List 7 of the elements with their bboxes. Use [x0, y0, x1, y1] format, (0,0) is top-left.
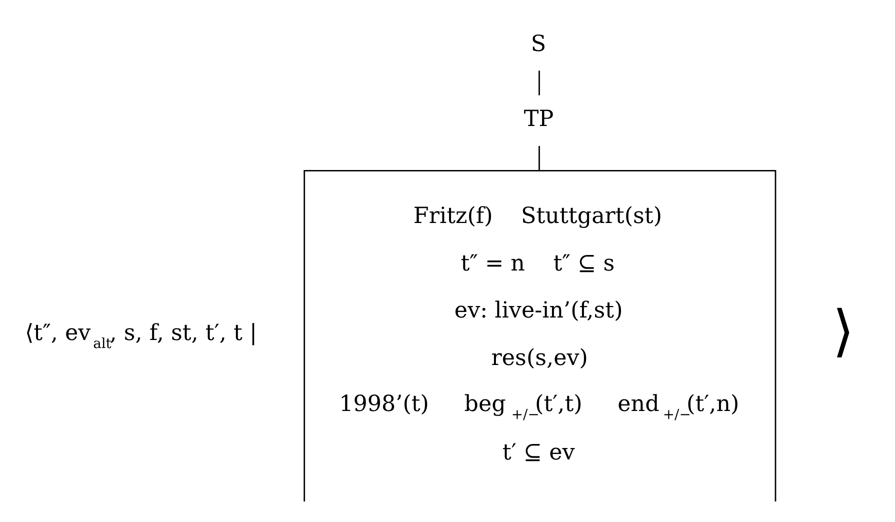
label: ⟨t″, ev$_{alt}$, s, f, st, t′, t | [24, 320, 258, 352]
connector [538, 146, 540, 170]
node-text: S [530, 30, 546, 57]
connector [538, 70, 540, 96]
node-text: Fritz(f) Stuttgart(st) t″ = n t″ ⊆ s ev: live-in’(f,st) res(s,ev) 1998’(t) beg$_{+/−}$(t′,t) end$_{+/−}$(t′,n) t′ ⊆ ev [339, 203, 740, 466]
node-text: TP [524, 106, 554, 132]
label: ⟩ [832, 298, 854, 364]
